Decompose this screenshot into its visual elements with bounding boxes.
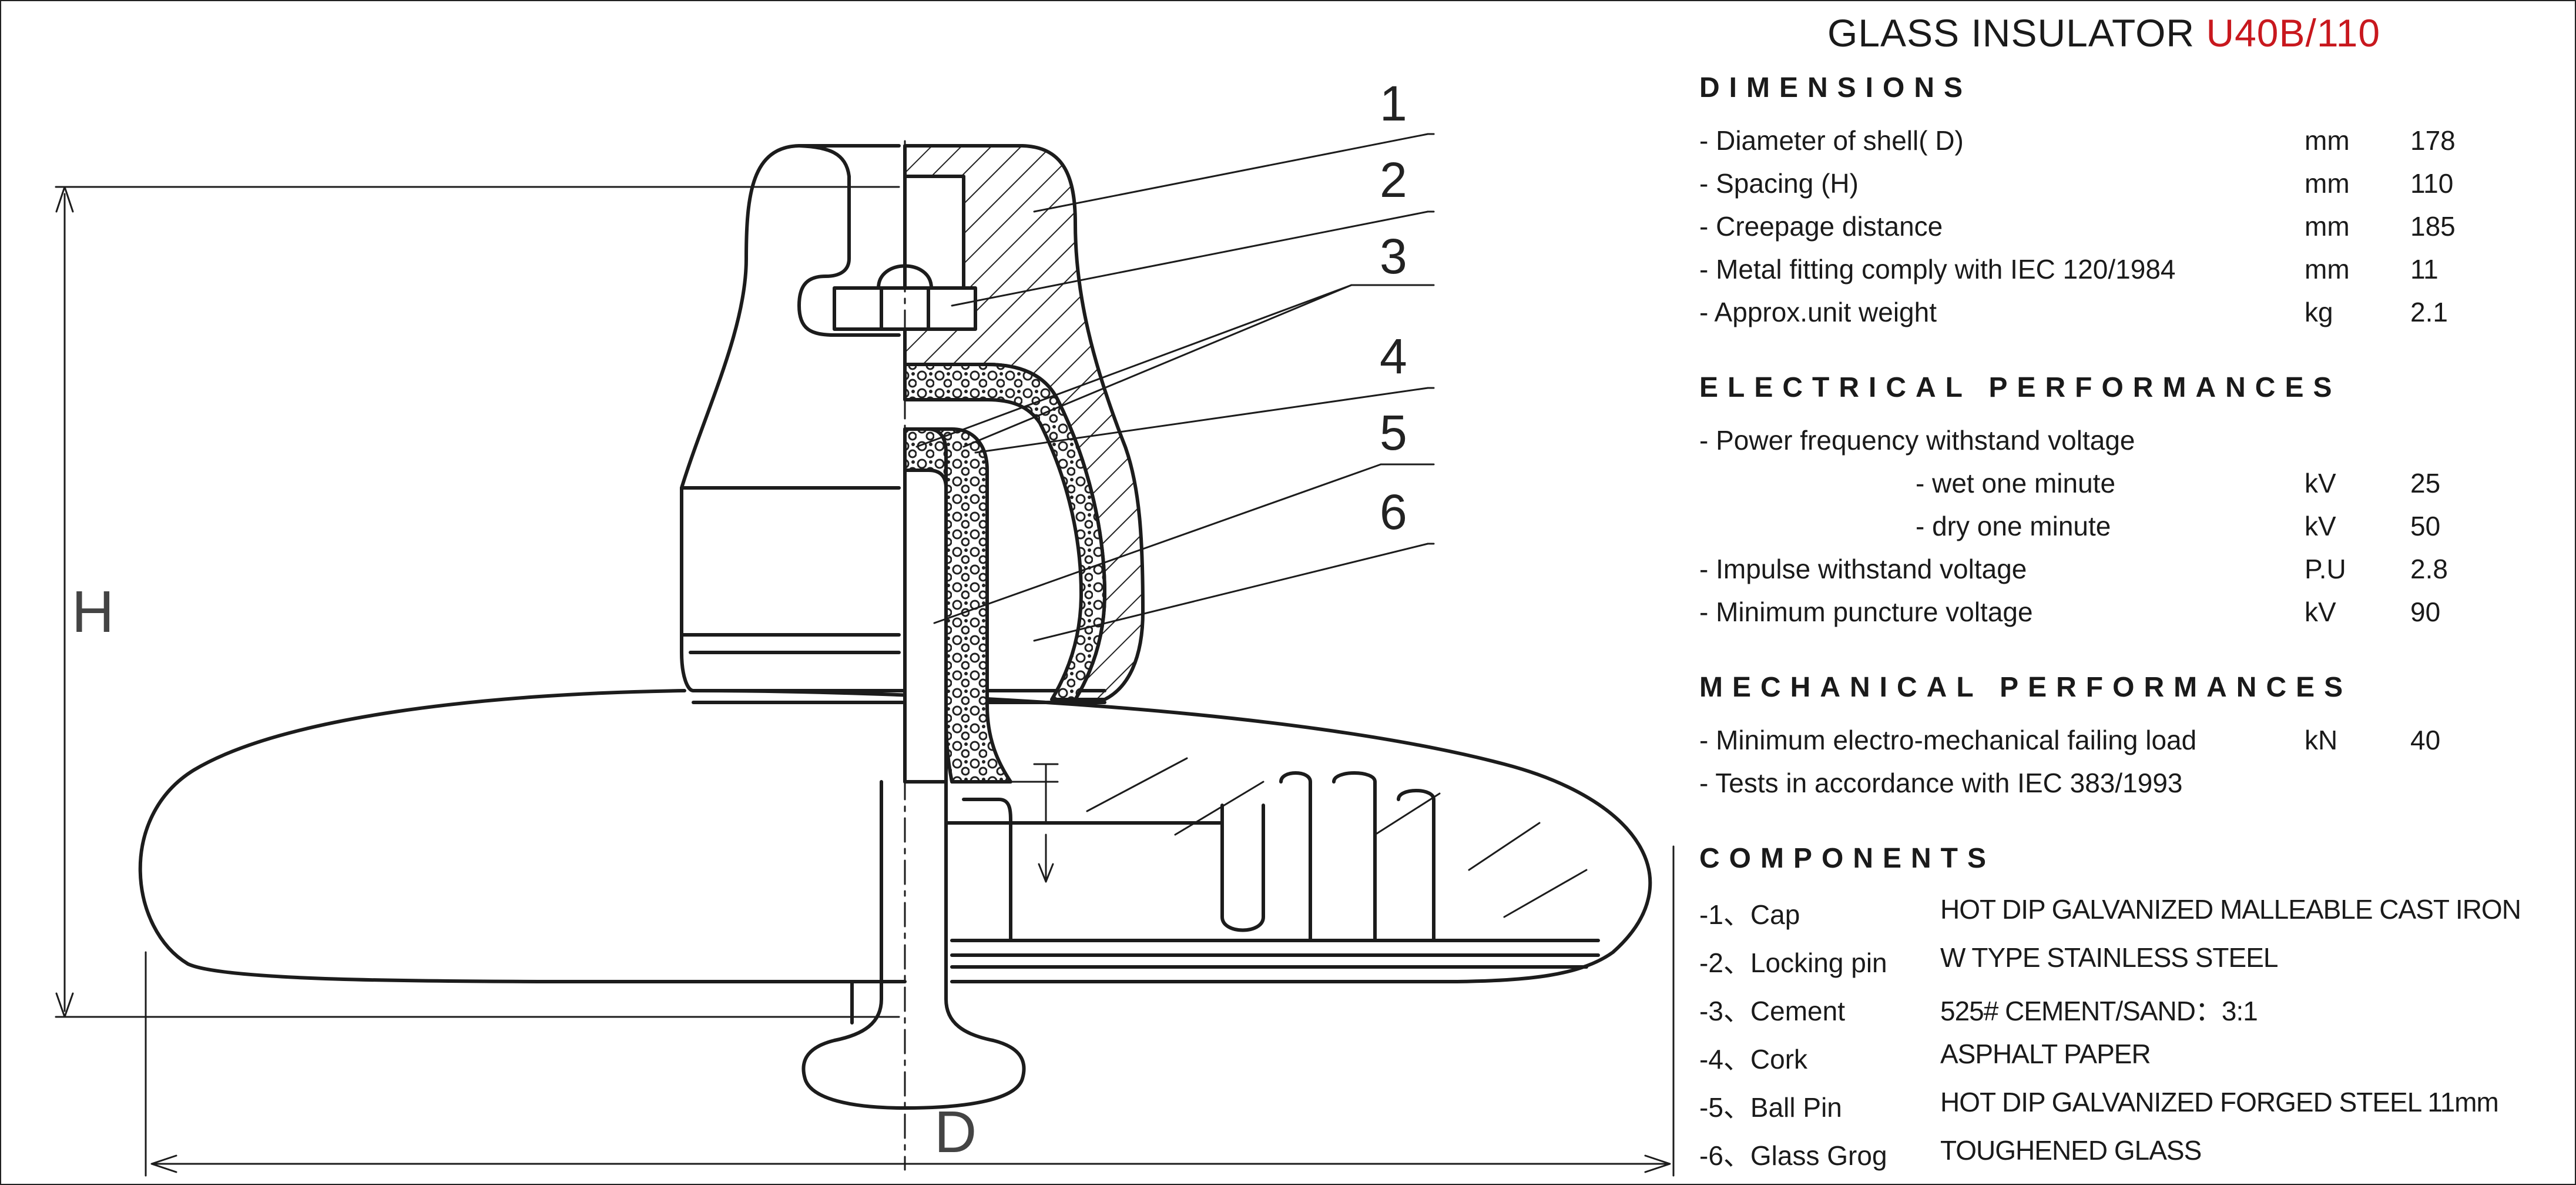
list-item: -3、Cement 525# CEMENT/SAND：3:1 [1699, 996, 2258, 1026]
callout-leaders [915, 133, 1435, 642]
list-item: -5、Ball Pin HOT DIP GALVANIZED FORGED ST… [1699, 1087, 2499, 1123]
glass-shell [138, 689, 1652, 983]
table-row: - Metal fitting comply with IEC 120/1984… [1699, 254, 2439, 284]
dimensions-heading: DIMENSIONS [1699, 72, 1973, 103]
cap-outline [680, 144, 901, 692]
table-row: - Diameter of shell( D) mm 178 [1699, 125, 2456, 156]
table-row: - Approx.unit weight kg 2.1 [1699, 297, 2448, 327]
list-item: -6、Glass Grog TOUGHENED GLASS [1699, 1135, 2202, 1171]
components-heading: COMPONENTS [1699, 843, 1996, 874]
table-row: - Tests in accordance with IEC 383/1993 [1699, 768, 2183, 798]
list-item: -1、Cap HOT DIP GALVANIZED MALLEABLE CAST… [1699, 894, 2521, 930]
page-title: GLASS INSULATOR U40B/110 [1827, 11, 2380, 55]
table-row: - Power frequency withstand voltage [1699, 425, 2135, 456]
table-row: - Creepage distance mm 185 [1699, 211, 2456, 242]
table-row: - Spacing (H) mm 110 [1699, 168, 2454, 199]
table-row: - dry one minute kV 50 [1916, 511, 2441, 541]
ball-pin [801, 427, 1026, 1110]
diameter-label: D [934, 1099, 977, 1165]
callout-6: 6 [1380, 484, 1407, 540]
dimension-lines [55, 186, 1675, 1177]
table-row: - wet one minute kV 25 [1916, 468, 2441, 498]
height-label: H [72, 579, 114, 645]
spec-panel: GLASS INSULATOR U40B/110 DIMENSIONS - Di… [1692, 0, 2568, 1185]
electrical-heading: ELECTRICAL PERFORMANCES [1699, 372, 2342, 403]
cement-layer [903, 363, 1106, 701]
callout-3: 3 [1380, 229, 1407, 284]
table-row: - Minimum electro-mechanical failing loa… [1699, 725, 2441, 755]
table-row: - Impulse withstand voltage P.U 2.8 [1699, 554, 2448, 584]
callout-1: 1 [1380, 76, 1407, 131]
insulator-drawing: 1 2 3 4 5 6 H D [55, 76, 1675, 1177]
mechanical-heading: MECHANICAL PERFORMANCES [1699, 672, 2353, 703]
callout-5: 5 [1380, 405, 1407, 460]
table-row: - Minimum puncture voltage kV 90 [1699, 597, 2441, 627]
list-item: -2、Locking pin W TYPE STAINLESS STEEL [1699, 942, 2278, 978]
title-text: GLASS INSULATOR [1827, 11, 2195, 55]
callout-4: 4 [1380, 329, 1407, 384]
callout-2: 2 [1380, 152, 1407, 207]
list-item: -4、Cork ASPHALT PAPER [1699, 1039, 2151, 1074]
model-number: U40B/110 [2206, 11, 2381, 55]
